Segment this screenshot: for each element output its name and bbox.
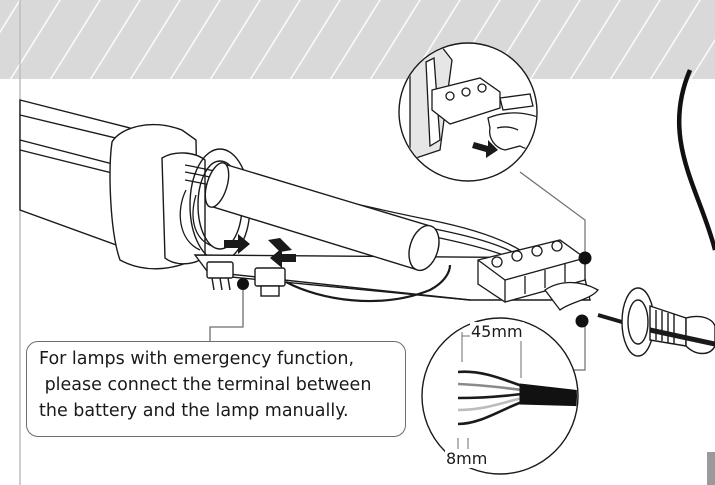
arrow-icon: [224, 234, 250, 254]
callout-line-1: For lamps with emergency function,: [39, 349, 355, 369]
leader-dot: [578, 251, 592, 265]
strip-length-label: 45mm: [470, 322, 524, 341]
arrow-icon: [270, 248, 296, 268]
strip-end-label: 8mm: [445, 449, 489, 468]
arrow-icon: [472, 140, 498, 158]
callout-line-2: please connect the terminal between: [39, 375, 372, 395]
leader-dot: [575, 314, 589, 328]
emergency-note-callout: For lamps with emergency function, pleas…: [26, 341, 406, 437]
ceiling-hatch: [0, 0, 715, 79]
ceiling-cable: [676, 69, 715, 251]
zoom-detail-terminal: [398, 42, 538, 182]
cable-gland-icon: [621, 287, 715, 357]
hand-icon: [487, 112, 536, 151]
arrow-icon: [268, 238, 292, 252]
emergency-connectors: [206, 261, 286, 297]
battery: [204, 162, 440, 272]
callout-line-3: the battery and the lamp manually.: [39, 401, 349, 421]
page-corner-tab: [707, 452, 715, 485]
leader-dot: [237, 278, 249, 290]
zoom-leaders: [519, 171, 586, 371]
cable-end: [544, 281, 623, 324]
callout-leader: [209, 284, 244, 341]
